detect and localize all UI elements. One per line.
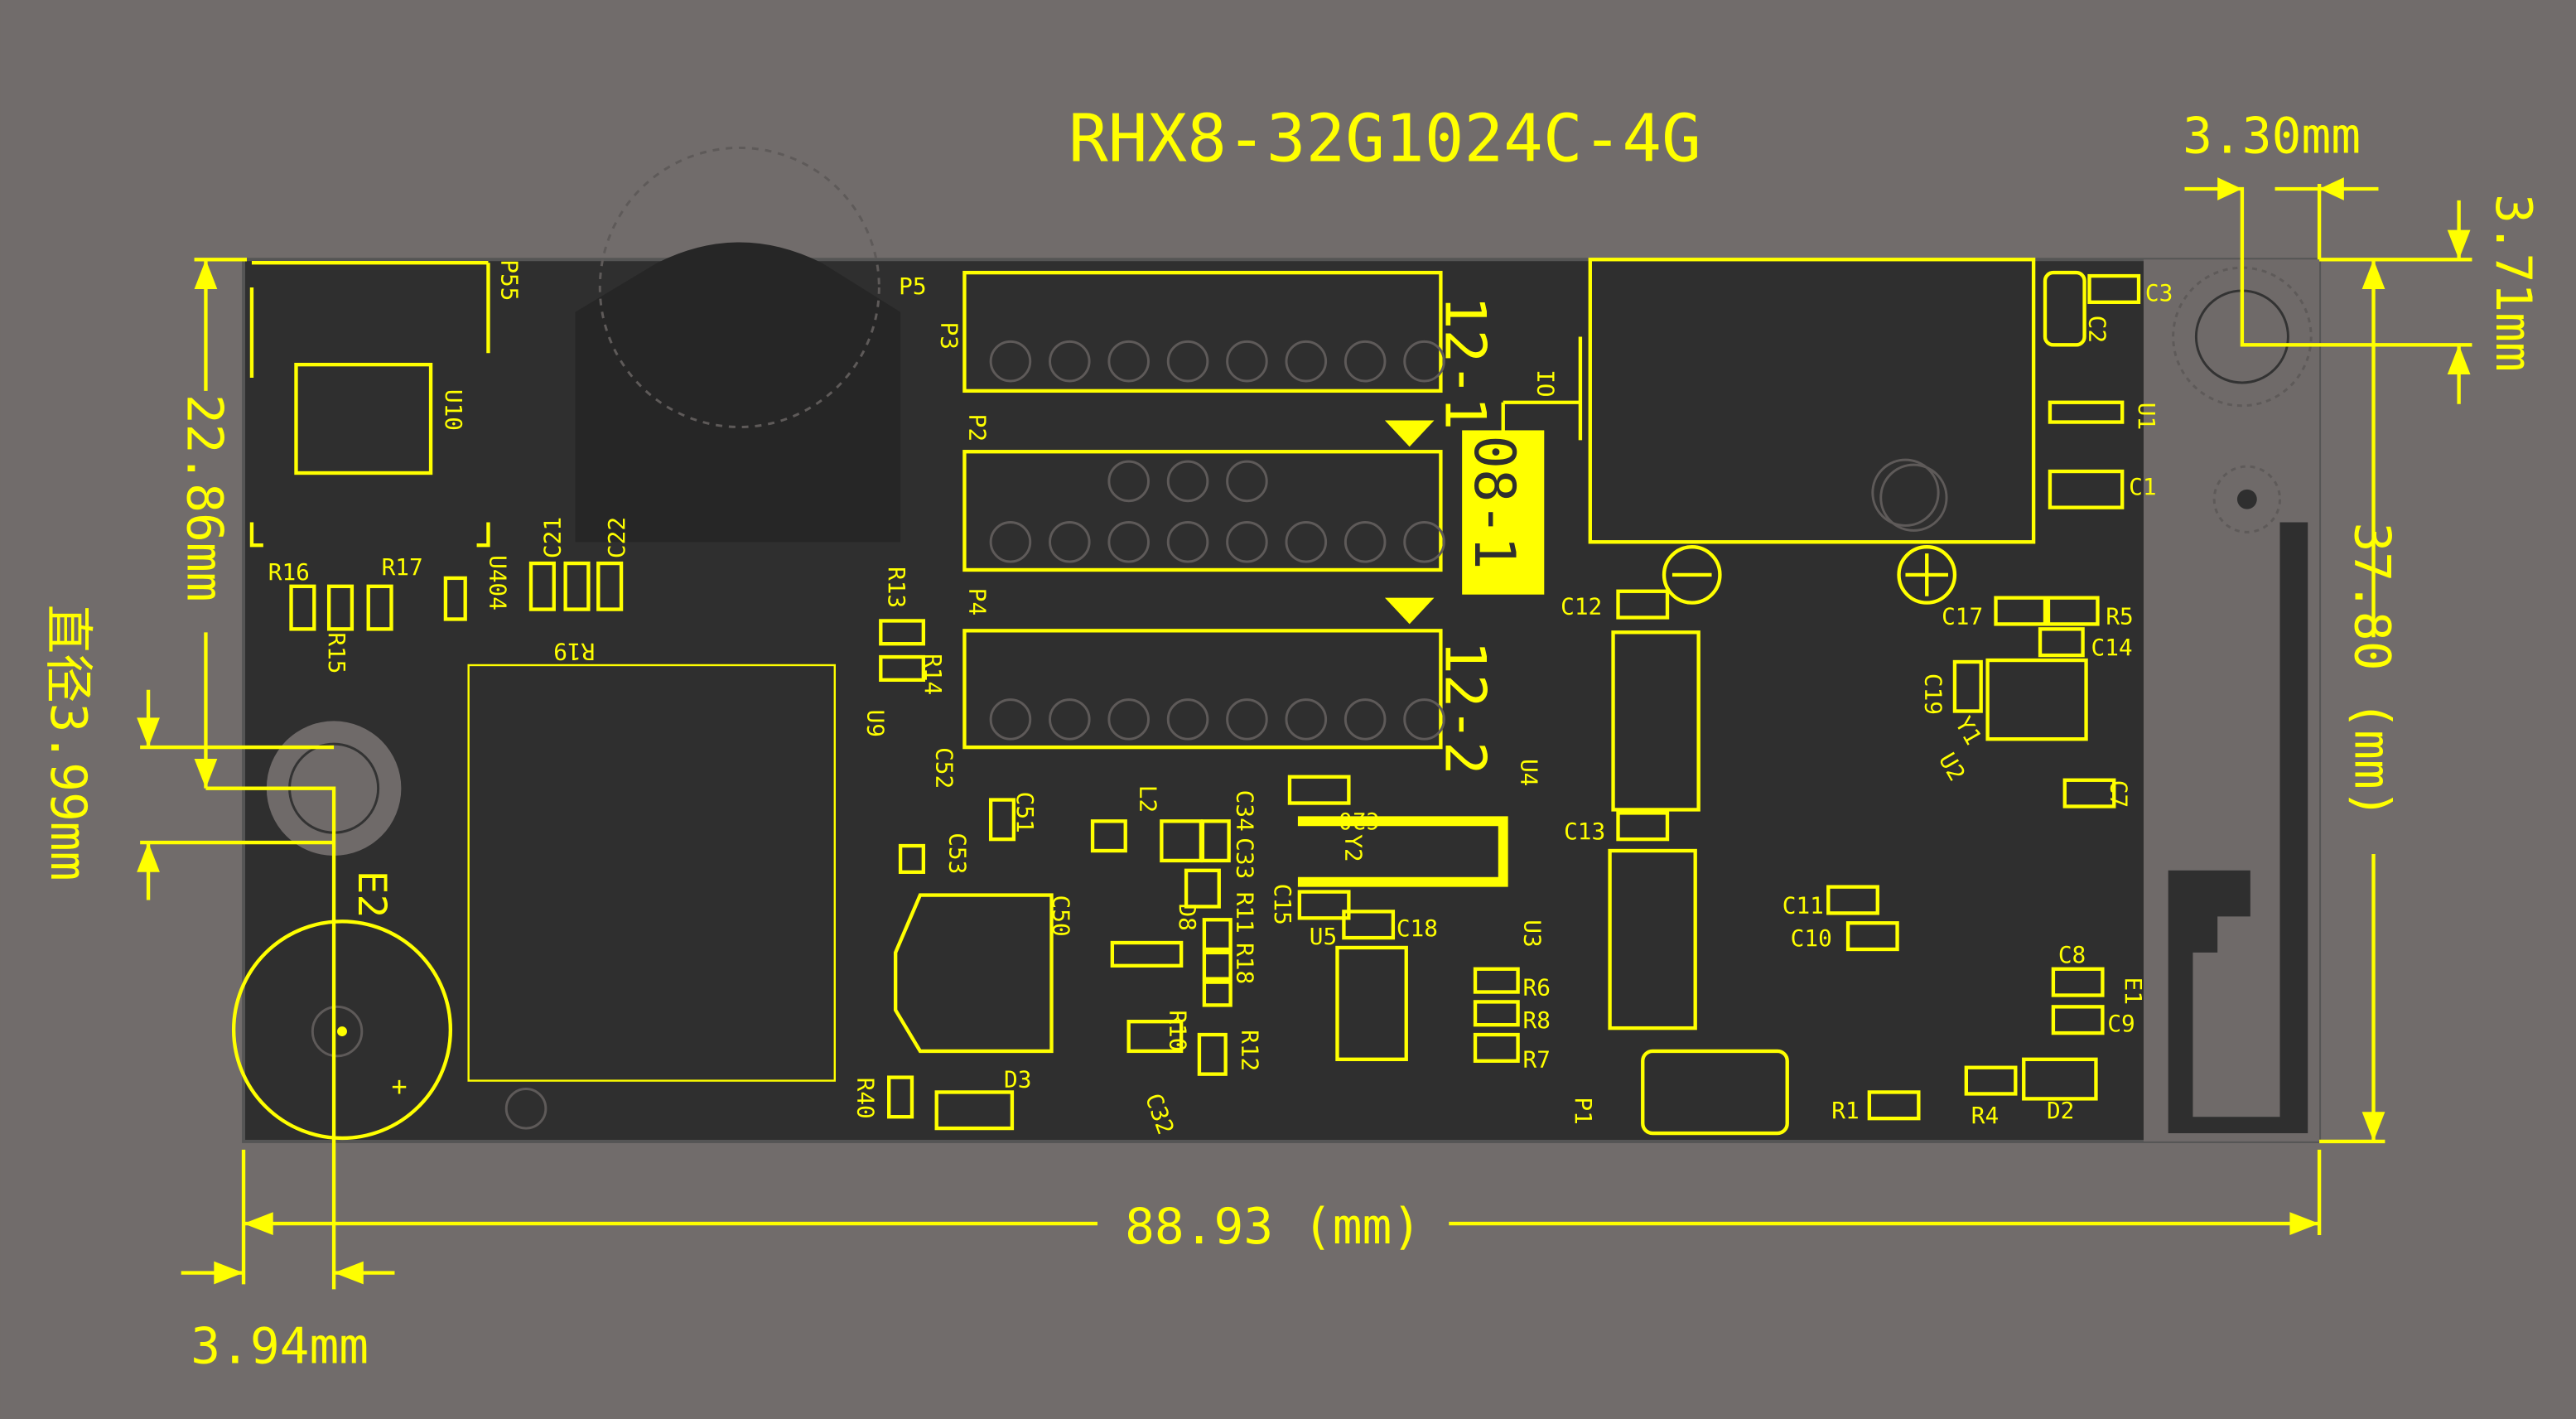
- label-l2: L2: [1135, 785, 1162, 813]
- pin1-marker-icon: [1384, 597, 1435, 625]
- smd-footprints: [289, 270, 2141, 1136]
- label-p55: P55: [495, 259, 523, 301]
- dim-37-80: 37.80 (mm): [2343, 522, 2400, 818]
- label-r1: R1: [1831, 1097, 1859, 1124]
- label-u9: U9: [861, 710, 889, 737]
- label-u1: U1: [2133, 403, 2160, 430]
- connector-08-1-badge: [1462, 430, 1545, 595]
- label-r10: R10: [1164, 1010, 1191, 1051]
- label-u5: U5: [1310, 923, 1337, 950]
- label-p2: P2: [963, 414, 991, 442]
- label-c2: C2: [2084, 316, 2111, 343]
- label-r16: R16: [268, 558, 310, 586]
- label-r18: R18: [1232, 943, 1259, 984]
- dimension-arrows: [137, 177, 2471, 1285]
- label-c52: C52: [931, 747, 958, 789]
- label-c51: C51: [1011, 792, 1039, 833]
- dim-3-30: 3.30mm: [2183, 108, 2361, 165]
- label-r15: R15: [323, 632, 350, 673]
- label-r40: R40: [852, 1078, 880, 1119]
- label-u404: U404: [484, 555, 511, 611]
- label-c13: C13: [1564, 818, 1605, 845]
- label-e1: E1: [2120, 977, 2147, 1005]
- label-c1: C1: [2129, 473, 2156, 500]
- label-c17: C17: [1942, 602, 1983, 630]
- label-c33: C33: [1232, 837, 1259, 879]
- label-c50: C50: [1047, 895, 1074, 937]
- label-c10: C10: [1791, 924, 1832, 952]
- label-r12: R12: [1236, 1030, 1263, 1071]
- label-c19: C19: [1919, 673, 1946, 715]
- label-c18: C18: [1397, 915, 1438, 942]
- connector-p3[interactable]: [962, 270, 1445, 393]
- connector-label-12-1: 12-1: [1432, 296, 1498, 430]
- label-r14: R14: [919, 654, 947, 695]
- label-u3: U3: [1519, 919, 1546, 947]
- label-p4: P4: [963, 588, 991, 615]
- label-r7: R7: [1523, 1046, 1551, 1074]
- label-r5: R5: [2106, 602, 2133, 630]
- dim-3-94: 3.94mm: [191, 1319, 369, 1376]
- board-title: RHX8-32G1024C-4G: [1069, 99, 1701, 176]
- u404-outline[interactable]: [443, 576, 467, 621]
- label-c12: C12: [1561, 593, 1602, 620]
- label-c53: C53: [944, 833, 972, 874]
- dimension-lines: [140, 184, 2472, 1290]
- io-label: IO: [1532, 369, 1559, 397]
- label-c11: C11: [1782, 891, 1824, 919]
- label-r13: R13: [883, 567, 910, 608]
- io-jumper-outline: [1501, 336, 1583, 441]
- dim-hole-diameter: 直径3.99mm: [39, 605, 96, 881]
- p55-outline: [249, 261, 490, 548]
- label-p1: P1: [1570, 1097, 1597, 1124]
- connector-p4[interactable]: [962, 629, 1445, 750]
- label-c34: C34: [1232, 790, 1259, 832]
- label-u4: U4: [1516, 759, 1543, 786]
- svg-text:+: +: [391, 1072, 407, 1102]
- label-d3: D3: [1004, 1066, 1031, 1093]
- label-r4: R4: [1971, 1102, 1999, 1129]
- plus-terminal-icon: [1897, 545, 1957, 605]
- minus-terminal-icon: [1662, 545, 1722, 605]
- connector-label-12-2: 12-2: [1432, 640, 1498, 775]
- label-c14: C14: [2091, 634, 2133, 661]
- dim-88-93: 88.93 (mm): [1125, 1199, 1421, 1256]
- label-p5: P5: [899, 273, 926, 300]
- label-r17: R17: [382, 553, 423, 581]
- dim-22-86: 22.86mm: [176, 394, 233, 602]
- label-r8: R8: [1523, 1006, 1551, 1034]
- copper-ghost-layer: [311, 146, 1940, 1130]
- label-c21: C21: [539, 517, 567, 558]
- label-c9: C9: [2107, 1010, 2135, 1037]
- label-r6: R6: [1523, 973, 1551, 1001]
- label-r11: R11: [1232, 892, 1259, 934]
- label-c7: C7: [2105, 780, 2132, 808]
- pin1-marker-icon: [1384, 420, 1435, 447]
- connector-label-08-1: 08-1: [1462, 435, 1527, 569]
- label-d2: D2: [2047, 1097, 2074, 1124]
- antenna-area: [2143, 259, 2320, 1141]
- label-d8: D8: [1174, 903, 1201, 930]
- u9-chip-outline[interactable]: [467, 664, 836, 1082]
- label-u10: U10: [440, 389, 467, 431]
- label-c20: C20: [1339, 807, 1380, 834]
- u10-outline[interactable]: [294, 362, 433, 475]
- label-e2: E2: [349, 871, 394, 918]
- label-c22: C22: [603, 517, 630, 558]
- dim-3-71: 3.71mm: [2484, 194, 2541, 372]
- label-r19: R19: [553, 638, 595, 665]
- label-c8: C8: [2058, 941, 2086, 968]
- label-y2: Y2: [1339, 834, 1367, 862]
- component-labels: P5 P3 P2 P4 P55 U10 U404 R16 R17 R15 C21…: [268, 259, 2173, 1138]
- power-module-outline[interactable]: [1588, 258, 2036, 544]
- label-c15: C15: [1269, 884, 1296, 925]
- label-p3: P3: [936, 322, 963, 350]
- connector-p2[interactable]: [962, 450, 1445, 572]
- label-c3: C3: [2145, 279, 2173, 306]
- e2-buzzer[interactable]: +: [231, 919, 453, 1141]
